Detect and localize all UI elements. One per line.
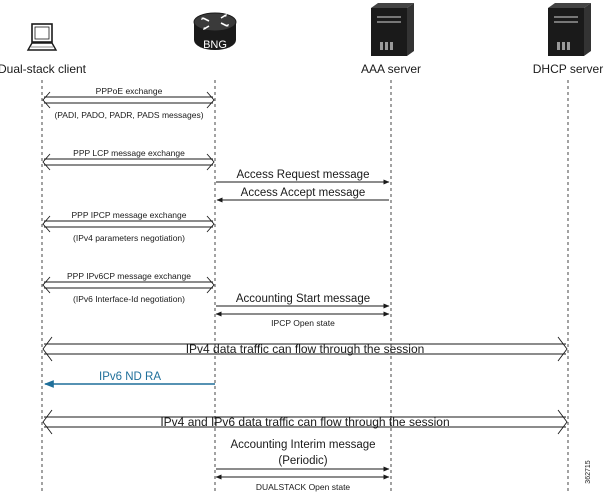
- router-icon: [193, 12, 237, 50]
- dual-traffic-label: IPv4 and IPv6 data traffic can flow thro…: [160, 415, 449, 429]
- dual-traffic-arrow: [42, 409, 568, 435]
- ipcp-sub-label: (IPv4 parameters negotiation): [73, 233, 185, 243]
- ipcp-open-label: IPCP Open state: [271, 318, 335, 328]
- server-icon: [548, 3, 591, 56]
- dualstack-open-label: DUALSTACK Open state: [256, 482, 351, 492]
- pppoe-sub-label: (PADI, PADO, PADR, PADS messages): [54, 110, 203, 120]
- figure-id: 362715: [585, 460, 592, 483]
- acct-interim-label: Accounting Interim message: [230, 439, 375, 451]
- access-accept-label: Access Accept message: [241, 187, 366, 199]
- pppoe-arrow: [42, 91, 215, 109]
- ipv6cp-sub-label: (IPv6 Interface-Id negotiation): [73, 294, 185, 304]
- client-bng-arrows: [42, 91, 215, 294]
- computer-icon: [26, 23, 58, 51]
- lcp-label: PPP LCP message exchange: [73, 148, 185, 158]
- traffic-arrows: [42, 336, 568, 435]
- bng-aaa-arrows: [215, 179, 390, 480]
- ipv6cp-label: PPP IPv6CP message exchange: [67, 271, 191, 281]
- dhcp-label: DHCP server: [533, 62, 603, 76]
- ipv4-traffic-label: IPv4 data traffic can flow through the s…: [186, 342, 425, 356]
- aaa-label: AAA server: [361, 62, 421, 76]
- lifelines: [41, 80, 569, 493]
- lcp-arrow: [42, 153, 215, 171]
- acct-interim-sub-label: (Periodic): [278, 455, 327, 467]
- pppoe-label: PPPoE exchange: [96, 86, 163, 96]
- server-icon: [371, 3, 414, 56]
- ipv6cp-arrow: [42, 276, 215, 294]
- client-label: Dual-stack client: [0, 62, 87, 76]
- ipcp-label: PPP IPCP message exchange: [72, 210, 187, 220]
- bng-label: BNG: [203, 39, 227, 51]
- ipcp-arrow: [42, 215, 215, 233]
- acct-start-label: Accounting Start message: [236, 293, 370, 305]
- access-request-label: Access Request message: [237, 169, 370, 181]
- ipv4-traffic-arrow: [42, 336, 568, 362]
- nd-ra-label: IPv6 ND RA: [99, 371, 161, 383]
